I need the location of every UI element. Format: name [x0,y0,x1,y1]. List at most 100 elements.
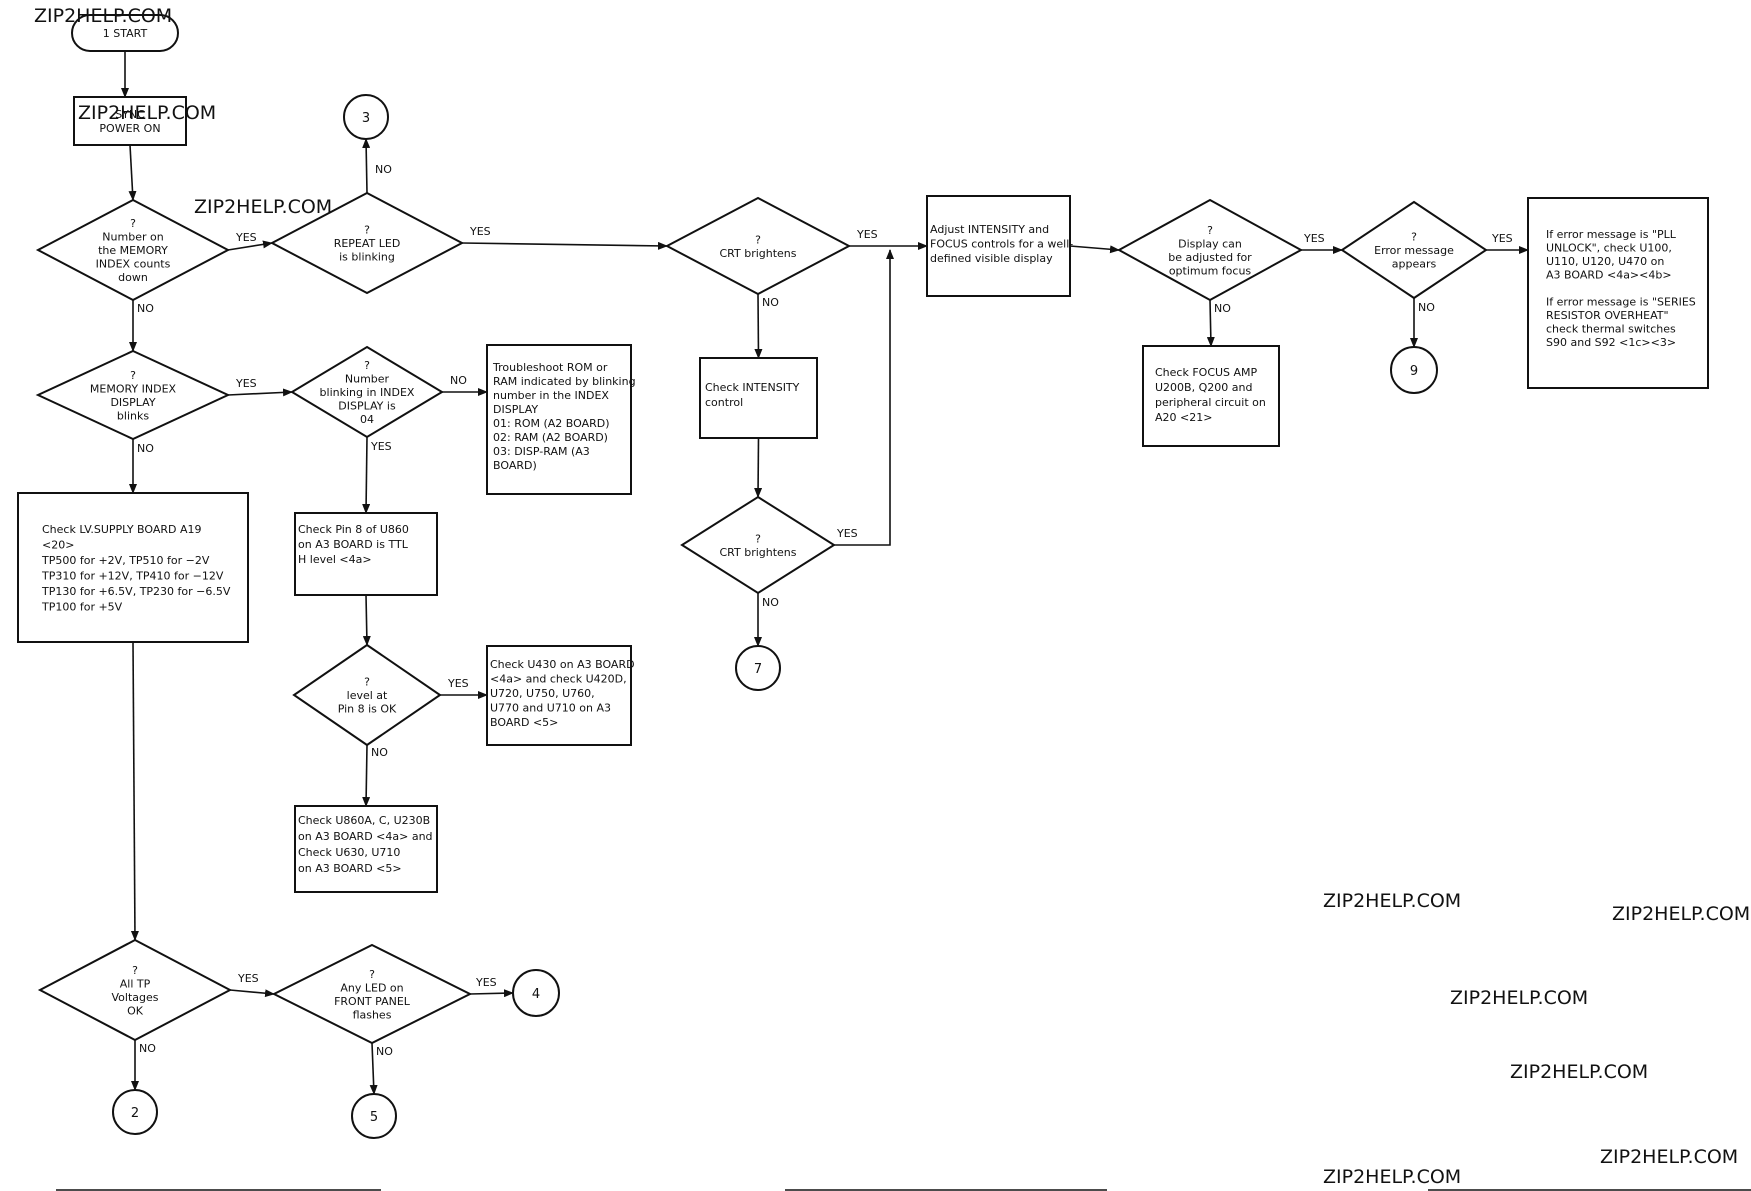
error_box-line-1: UNLOCK", check U100, [1546,242,1672,255]
check_lv_supply-line-5: TP100 for +5V [41,601,123,614]
edge-label-yes: YES [235,377,257,390]
edge-check-lv-supply-to-all-tp [130,641,139,941]
edge-label-no: NO [762,296,779,309]
crt_brightens_2-line-1: CRT brightens [719,546,796,559]
crt_brightens_2-line-0: ? [755,532,761,545]
check_lv_supply-line-1: <20> [42,539,74,552]
troubleshoot_rom-line-0: Troubleshoot ROM or [492,361,608,374]
decision-diamond [1340,200,1488,300]
edge-repeat-led-to-c3 [362,138,371,194]
decision-diamond [37,938,233,1042]
level_pin8-line-1: level at [347,689,388,702]
crt_brightens_1-line-0: ? [755,233,761,246]
node-crt-brightens-1: ?CRT brightens [664,196,852,296]
adjust_intensity-line-1: FOCUS controls for a well- [930,238,1073,251]
process-box [486,645,632,746]
c4-line-0: 4 [532,987,540,1002]
edge-label-no: NO [376,1045,393,1058]
edge-label-no: NO [139,1042,156,1055]
c7-line-0: 7 [754,662,762,677]
node-c3: 3 [343,94,389,140]
check_u860a-line-2: Check U630, U710 [298,846,400,859]
process-box [926,195,1071,297]
any_led-line-0: ? [369,968,375,981]
edge-label-no: NO [137,302,154,315]
troubleshoot_rom-line-4: 01: ROM (A2 BOARD) [493,417,610,430]
process-box [486,344,632,495]
repeat_led-line-0: ? [364,224,370,237]
edge-mem-index-counts-to-repeat-led [227,240,273,251]
error_box-line-0: If error message is "PLL [1546,228,1677,241]
power_on-line-0: SYNC [115,108,145,121]
edge-label-yes: YES [836,527,858,540]
decision-diamond [35,198,231,302]
edge-label-yes: YES [469,225,491,238]
watermark-text: ZIP2HELP.COM [1450,987,1588,1009]
node-c2: 2 [112,1089,158,1135]
check_intensity-line-0: Check INTENSITY [705,381,800,394]
watermark-text: ZIP2HELP.COM [1510,1061,1648,1083]
process-box [1527,197,1709,389]
troubleshoot_rom-line-6: 03: DISP-RAM (A3 [493,445,590,458]
edge-mem-index-blinks-to-number-blinking [227,388,293,397]
edge-label-yes: YES [1303,232,1325,245]
edge-level-pin8-to-check-u860a [362,744,371,807]
error_box-line-2: U110, U120, U470 on [1546,255,1664,268]
any_led-line-1: Any LED on [340,981,403,994]
edge-power-on-to-mem-index-counts [128,144,137,201]
watermark-text: ZIP2HELP.COM [78,102,216,124]
mem_index_counts-line-1: Number on [102,231,163,244]
check_focus_amp-line-3: A20 <21> [1155,411,1212,424]
edge-check-intensity-to-crt-brightens-2 [754,437,763,498]
edge-number-blinking-to-check-pin8 [362,436,371,514]
display_focus-line-0: ? [1207,224,1213,237]
troubleshoot_rom-line-5: 02: RAM (A2 BOARD) [493,431,608,444]
edge-adjust-intensity-to-display-focus [1069,245,1120,254]
check_pin8-line-1: on A3 BOARD is TTL [298,538,409,551]
display_focus-line-2: be adjusted for [1168,251,1252,264]
mem_index_counts-line-0: ? [130,217,136,230]
mem_index_counts-line-2: the MEMORY [98,244,168,257]
any_led-line-3: flashes [353,1008,392,1021]
check_lv_supply-line-0: Check LV.SUPPLY BOARD A19 [42,523,202,536]
process-box [1142,345,1280,447]
node-c9: 9 [1390,346,1438,394]
repeat_led-line-1: REPEAT LED [334,237,401,250]
display_focus-line-1: Display can [1178,237,1242,250]
watermark-text: ZIP2HELP.COM [1600,1146,1738,1168]
edge-check-pin8-to-level-pin8 [362,594,371,646]
check_u430-line-1: <4a> and check U420D, [490,673,627,686]
node-crt-brightens-2: ?CRT brightens [680,495,836,595]
connector-circle [512,969,560,1017]
check_u430-line-0: Check U430 on A3 BOARD [490,658,635,671]
error_box-line-6: RESISTOR OVERHEAT" [1546,309,1669,322]
edge-label-yes: YES [237,972,259,985]
mem_index_blinks-line-2: DISPLAY [110,396,155,409]
edge-label-yes: YES [370,440,392,453]
connector-circle [343,94,389,140]
edge-label-no: NO [137,442,154,455]
level_pin8-line-0: ? [364,676,370,689]
edge-label-no: NO [450,374,467,387]
node-c7: 7 [735,645,781,691]
number_blinking-line-2: blinking in INDEX [320,386,415,399]
display_focus-line-3: optimum focus [1169,264,1252,277]
number_blinking-line-1: Number [345,373,390,386]
mem_index_blinks-line-3: blinks [117,409,149,422]
all_tp-line-2: Voltages [112,991,159,1004]
edge-any-led-to-c4 [469,989,514,998]
process-box [294,805,438,893]
